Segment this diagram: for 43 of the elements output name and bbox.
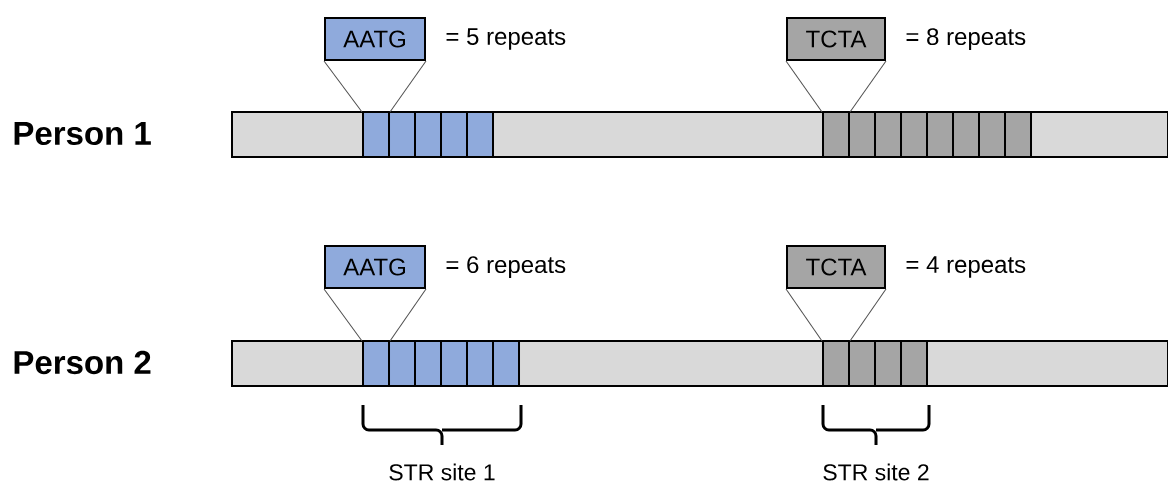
repeat-unit [466,340,494,387]
repeat-count: = 8 repeats [906,28,1026,50]
repeat-unit [874,111,902,158]
repeat-unit [388,340,416,387]
zoom-line [389,60,427,113]
repeat-unit [978,111,1006,158]
repeat-unit [1004,111,1032,158]
repeat-unit [822,340,850,387]
site-label: STR site 2 [823,463,929,481]
zoom-line [323,60,363,113]
repeat-unit [900,340,928,387]
repeat-unit [952,111,980,158]
zoom-line [849,288,887,342]
repeat-unit [900,111,928,158]
repeat-unit [492,340,520,387]
row-label: Person 2 [14,350,151,375]
zoom-line [849,60,887,113]
repeat-count: = 6 repeats [446,256,566,278]
repeat-unit [466,111,494,158]
row-label: Person 1 [14,122,151,145]
repeat-count: = 5 repeats [446,28,566,50]
repeat-unit [362,340,390,387]
motif-box: TCTA [786,17,886,61]
repeat-count: = 4 repeats [906,256,1026,278]
zoom-line [785,288,823,342]
site-label: STR site 1 [389,463,495,481]
repeat-unit [362,111,390,158]
repeat-unit [440,340,468,387]
repeat-unit [414,340,442,387]
repeat-unit [874,340,902,387]
repeat-unit [848,340,876,387]
motif-box: AATG [324,245,426,289]
repeat-unit [822,111,850,158]
repeat-unit [440,111,468,158]
motif-box: AATG [324,17,426,61]
zoom-line [323,288,363,342]
repeat-unit [414,111,442,158]
motif-box: TCTA [786,245,886,289]
zoom-line [389,288,427,342]
repeat-unit [926,111,954,158]
repeat-unit [848,111,876,158]
zoom-line [785,60,823,113]
repeat-unit [388,111,416,158]
